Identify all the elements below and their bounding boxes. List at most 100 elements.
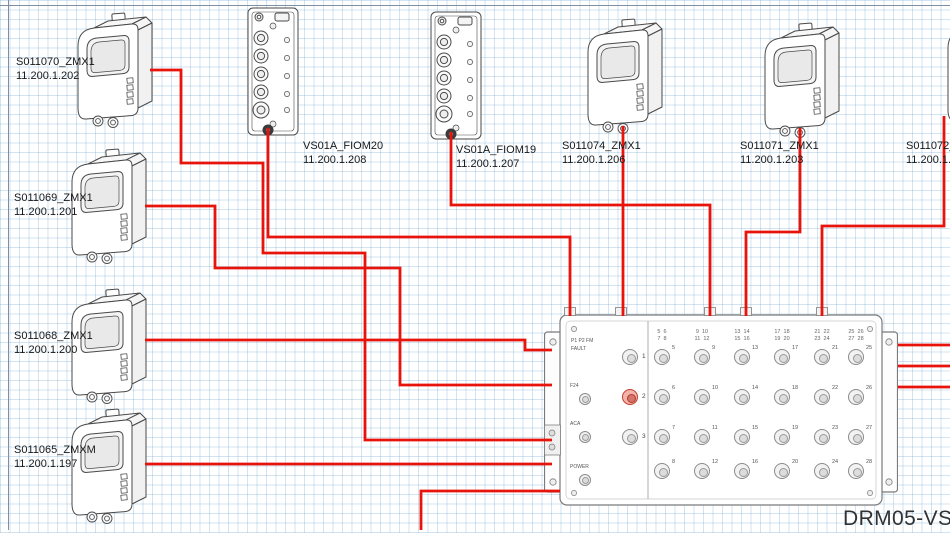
switch-port-number: 15 [752,425,759,431]
wire-s011068-to-switch[interactable] [145,338,552,352]
zmx-camera-icon [77,12,153,128]
switch-port-number: 11 [712,425,718,431]
device-name: VS01A_FIOM20 [303,140,384,152]
device-ip: 11.200.1.201 [14,205,78,218]
sheet-border-top [0,5,950,6]
switch-port [622,349,638,365]
device-ip: 11.200.1.208 [303,153,367,166]
switch-port [848,463,864,479]
switch-port-number: 10 [712,385,719,391]
device-name: VS01A_FIOM19 [456,144,537,156]
switch-left-ear [544,331,563,493]
switch-port-number: 23 [832,425,839,431]
switch-port [734,349,750,365]
switch-port-number: 8 [672,459,676,465]
switch-port-number: 25 [866,345,873,351]
switch-housing [559,314,883,506]
device-s011065_zmxm[interactable] [62,408,158,533]
switch-side-connector-block [544,424,561,456]
switch-port-number: 19 [792,425,799,431]
switch-port-number: 1 [642,353,646,360]
device-ip: 11.200.1.2 [906,153,950,166]
device-name: S011071_ZMX1 [740,140,819,152]
device-side-face [824,32,840,119]
port-column-led-labels: 5 6 7 8 [657,329,667,342]
switch-port-number: 24 [832,459,839,465]
switch-port [848,389,864,405]
switch-port [814,463,830,479]
zmx-camera-icon [71,408,147,524]
switch-aux-label: ACA [570,421,581,427]
switch-port-number: 26 [866,385,873,391]
wire-s011070-to-switch[interactable] [150,68,552,442]
switch-port [734,429,750,445]
device-ip: 11.200.1.197 [14,457,78,470]
switch-port [814,429,830,445]
device-buttons [120,353,128,381]
switch-indicator-labels: P1 P2 FM [571,338,594,344]
fiom-io-module-icon [430,11,482,140]
device-name: S011070_ZMX1 [16,56,95,68]
switch-port [654,349,670,365]
device-buttons [813,87,821,115]
device-side-face [647,28,663,115]
device-name: S011074_ZMX1 [562,140,641,152]
switch-port-number: 5 [672,345,676,351]
switch-port [694,429,710,445]
device-s011071_zmx1[interactable] [755,22,851,147]
device-vs01a_fiom20[interactable] [245,6,303,143]
device-name: S011069_ZMX1 [14,192,93,204]
device-ip: 11.200.1.202 [16,69,80,82]
device-s011074_zmx1[interactable] [578,18,674,143]
switch-port-number: 3 [642,433,646,440]
switch-port-number: 16 [752,459,759,465]
device-s011068_zmx1[interactable] [62,288,158,413]
switch-port-number: 20 [792,459,799,465]
switch-port [774,429,790,445]
switch-port-number: 18 [792,385,799,391]
device-side-face [131,158,147,245]
zmx-camera-icon [71,148,147,264]
device-s011070_zmx1[interactable] [68,12,164,137]
switch-model-title: DRM05-VS01 [843,507,950,530]
switch-port [694,389,710,405]
port-column-led-labels: 9 10 11 12 [694,329,710,342]
device-name: S011072_ZMX1 [906,140,950,152]
device-vs01a_fiom19[interactable] [428,10,486,147]
switch-port [579,474,591,486]
device-connectors [86,251,113,264]
wire-switch-bottom-exit[interactable] [419,489,560,530]
switch-port [774,389,790,405]
sheet-border-left [8,0,9,530]
switch-port-number: 9 [712,345,716,351]
device-s011069_zmx1[interactable] [62,148,158,273]
port-column-led-labels: 25 26 27 28 [848,329,864,342]
device-side-face [131,418,147,505]
switch-port-number: 13 [752,345,759,351]
port-column-led-labels: 17 18 19 20 [774,329,790,342]
device-s011072_zmx1[interactable] [938,14,950,139]
switch-port [579,393,591,405]
switch-top-connector-stubs [564,307,828,316]
switch-port-number: 14 [752,385,759,391]
switch-port [622,429,638,445]
device-name: S011065_ZMXM [14,444,96,456]
device-buttons [120,473,128,501]
device-connectors [86,511,113,524]
device-side-face [137,22,153,109]
switch-port-number: 27 [866,425,873,431]
switch-port-number: 28 [866,459,873,465]
wire-s011069-to-switch[interactable] [145,204,552,387]
switch-port [774,349,790,365]
device-name: S011068_ZMX1 [14,330,93,342]
switch-port-number: 22 [832,385,839,391]
switch-aux-label: F24 [570,383,579,389]
